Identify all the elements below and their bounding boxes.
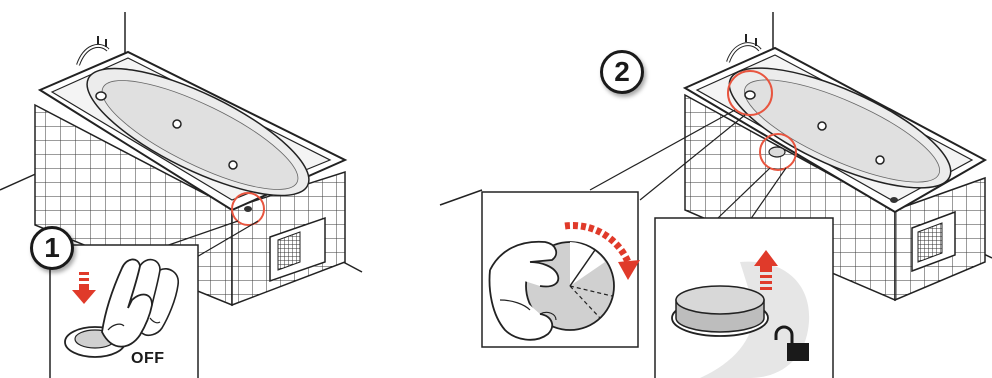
step-number-1: 1: [30, 226, 74, 270]
step-number-2: 2: [600, 50, 644, 94]
inset-panel-lift: [655, 218, 833, 378]
inset-panel-rotate: [482, 192, 640, 347]
off-label: OFF: [131, 350, 165, 368]
inset-panel-step1: [50, 245, 198, 378]
